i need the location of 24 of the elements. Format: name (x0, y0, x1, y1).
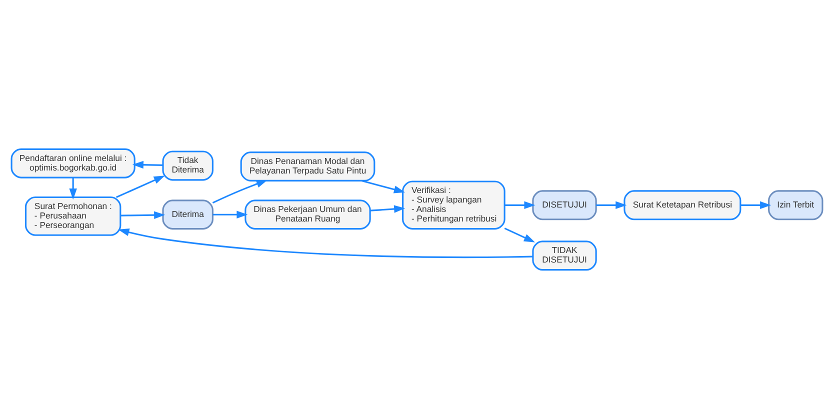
node-box: Izin Terbit (768, 190, 824, 220)
arrow (118, 228, 533, 258)
arrow (69, 178, 77, 200)
node-box: Surat Permohonan : - Perusahaan - Perseorangan (24, 196, 122, 236)
arrow (370, 205, 406, 213)
arrow (361, 180, 406, 194)
arrow (596, 201, 627, 210)
node-box: Diterima (162, 200, 214, 230)
node-box: Surat Ketetapan Retribusi (624, 190, 742, 220)
arrow (212, 210, 248, 218)
node-box: TIDAK DISETUJUI (532, 240, 597, 271)
node-box: Dinas Pekerjaan Umum dan Penataan Ruang (244, 200, 371, 230)
arrow (504, 201, 536, 210)
arrow (132, 160, 163, 169)
arrow (740, 201, 772, 210)
arrow (212, 180, 268, 204)
node-box: Tidak Diterima (162, 150, 214, 181)
node-box: Dinas Penanaman Modal dan Pelayanan Terpadu Satu Pintu (240, 152, 376, 182)
node-box: DISETUJUI (532, 190, 597, 220)
arrow (504, 228, 536, 242)
arrow (116, 176, 165, 198)
node-box: Verifikasi : - Survey lapangan - Analisis - Perhitungan retribusi (402, 180, 506, 230)
arrow (120, 211, 166, 219)
node-box: Pendaftaran online melalui : optimis.bogorkab.go.id (10, 148, 136, 178)
